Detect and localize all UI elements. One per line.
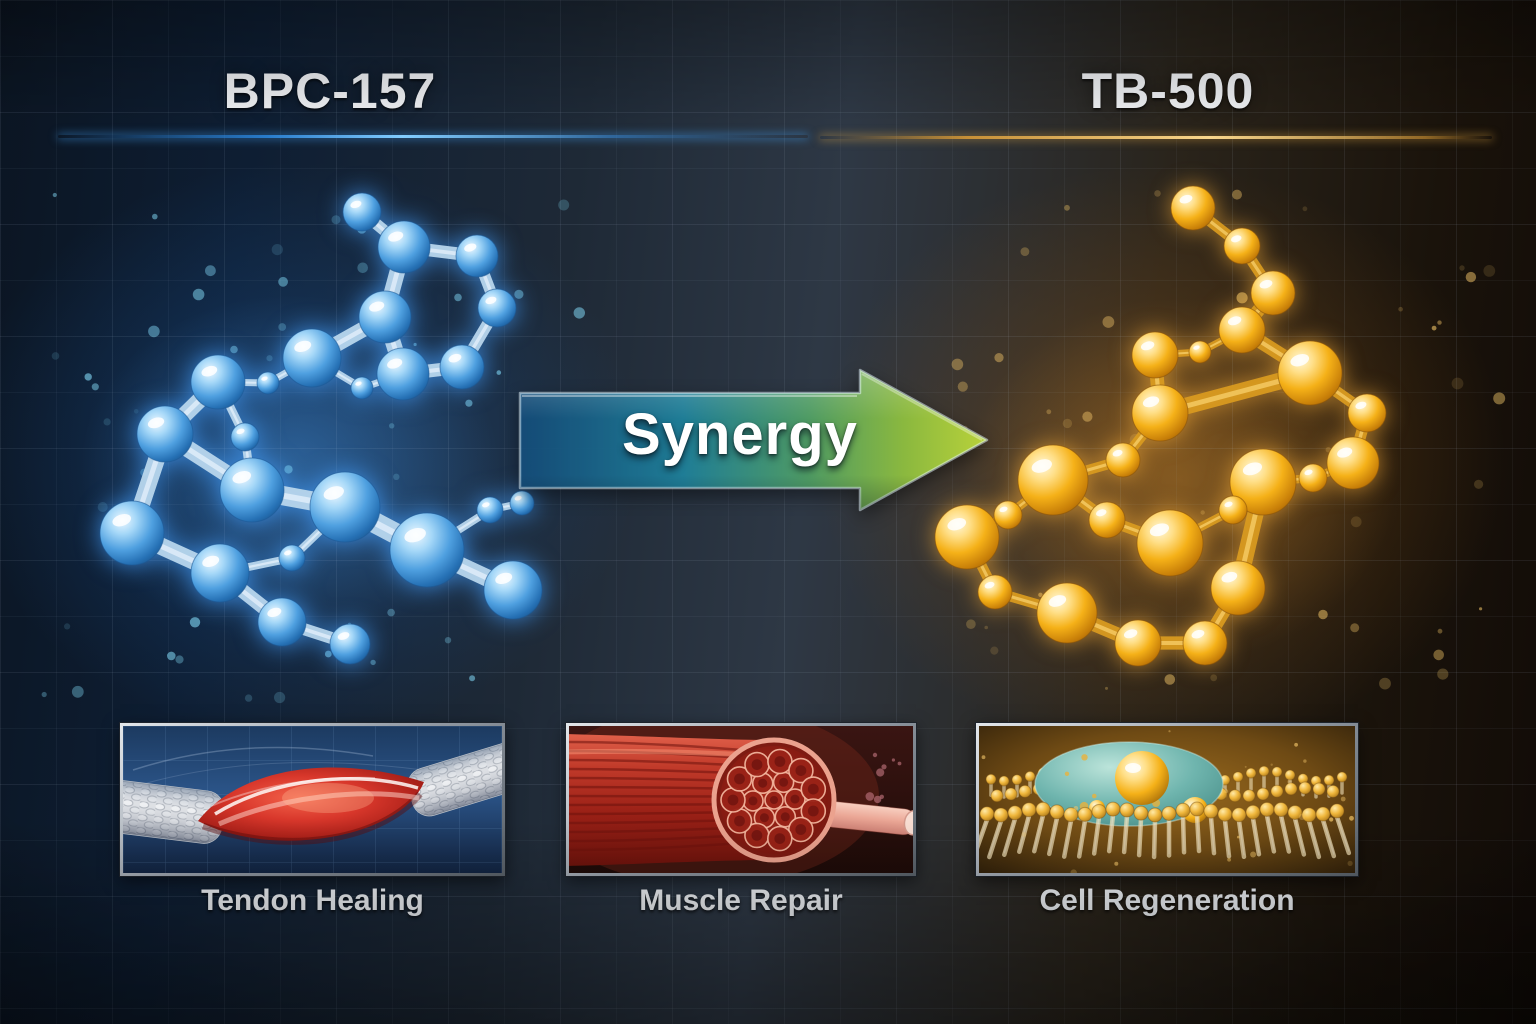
right-title-underline — [820, 136, 1492, 139]
tendon-illustration — [123, 726, 502, 873]
molecule-bpc157 — [99, 192, 543, 665]
gold-glow-particles — [951, 189, 1506, 690]
synergy-label: Synergy — [622, 402, 858, 467]
right-title: TB-500 — [1081, 63, 1255, 119]
left-title-underline — [58, 135, 808, 138]
muscle-illustration — [569, 726, 913, 873]
panel-tendon-healing — [120, 723, 505, 876]
label-muscle-repair: Muscle Repair — [639, 884, 843, 917]
blue-glow-particles — [41, 192, 585, 704]
panel-muscle-repair — [566, 723, 916, 876]
label-cell-regeneration: Cell Regeneration — [1039, 884, 1295, 917]
panel-cell-regeneration — [976, 723, 1358, 876]
cell-nucleus-sphere — [1115, 751, 1169, 805]
left-title: BPC-157 — [223, 63, 437, 119]
cell-illustration — [979, 726, 1355, 873]
label-tendon-healing: Tendon Healing — [201, 884, 424, 917]
